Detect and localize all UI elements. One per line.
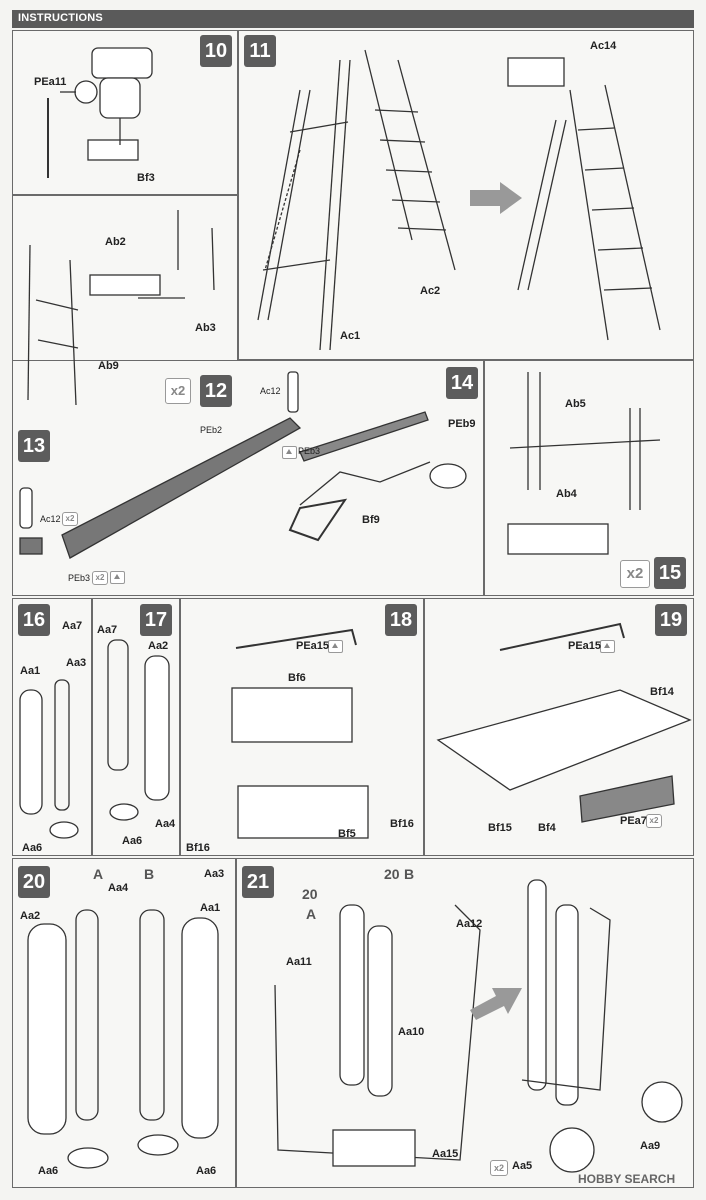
part-label: Ab3	[195, 322, 216, 334]
part-label: Aa11	[286, 956, 312, 968]
step-number-15: 15	[654, 557, 686, 589]
part-label: Aa7	[62, 620, 83, 632]
panel-step-21	[236, 858, 694, 1188]
part-label: Bf16	[186, 842, 210, 854]
part-label: Aa10	[398, 1026, 425, 1038]
part-label: Bf16	[390, 818, 414, 830]
part-label: Bf9	[362, 514, 380, 526]
panel-step-13-14	[12, 360, 484, 596]
toolbox-18	[231, 628, 369, 839]
step-number-10: 10	[200, 35, 232, 67]
step-number-17: 17	[140, 604, 172, 636]
assembled-stepladder	[507, 57, 661, 341]
step-number-14: 14	[446, 367, 478, 399]
header-title: INSTRUCTIONS	[18, 12, 103, 24]
part-label: PEb3	[298, 446, 321, 456]
chair-drawing	[27, 210, 215, 406]
part-label: Ab9	[98, 360, 119, 372]
bowsaw-drawing	[288, 411, 467, 542]
part-label: Ac14	[590, 40, 617, 52]
step-number-16: 16	[18, 604, 50, 636]
step-ref-variant-a: A	[306, 906, 317, 922]
variant-letter: B	[144, 866, 155, 882]
step-number-20: 20	[18, 866, 50, 898]
photo-etch-icon	[600, 640, 615, 653]
part-label: Aa2	[148, 640, 169, 652]
part-label: Bf6	[288, 672, 306, 684]
cylinders-16-17	[19, 639, 170, 839]
toolbox-19	[436, 622, 692, 823]
part-label: Aa6	[38, 1165, 59, 1177]
ladder-left-frame	[257, 59, 351, 351]
part-label: Aa2	[20, 910, 41, 922]
x2-badge-15: x2	[620, 560, 650, 588]
step-ref-variant-b: B	[404, 866, 415, 882]
part-label: Ac12	[40, 514, 61, 524]
part-label: Aa6	[196, 1165, 217, 1177]
panel-step-15	[484, 360, 694, 596]
part-label: Aa6	[122, 835, 143, 847]
x2-badge-21-aa5: x2	[490, 1160, 508, 1176]
part-label: PEb9	[448, 418, 476, 430]
part-label: Aa9	[640, 1140, 661, 1152]
ladder-right-frame	[364, 49, 456, 271]
cylinders-20	[27, 909, 219, 1169]
part-label: Ac2	[420, 285, 441, 297]
vise-drawing	[47, 47, 153, 178]
part-label: Aa15	[432, 1148, 459, 1160]
instructions-header: INSTRUCTIONS	[12, 10, 694, 28]
step-number-18: 18	[385, 604, 417, 636]
variant-letter: A	[93, 866, 104, 882]
arrow-11	[470, 182, 522, 214]
photo-etch-icon	[328, 640, 343, 653]
part-label: Aa12	[456, 918, 483, 930]
part-label: Aa1	[200, 902, 221, 914]
part-label: Bf14	[650, 686, 674, 698]
part-label: PEa15	[296, 640, 330, 652]
part-label: Aa6	[22, 842, 43, 854]
x2-badge-19-pea7: x2	[646, 814, 662, 828]
part-label: Ac12	[260, 386, 281, 396]
watermark-logo: HOBBY SEARCH	[578, 1172, 676, 1186]
step-ref-20a: 20	[302, 886, 318, 902]
step-ref-20b: 20	[384, 866, 400, 882]
part-label: Ab2	[105, 236, 126, 248]
part-label: PEa11	[34, 76, 67, 88]
table-drawing	[507, 372, 661, 555]
part-label: Ab5	[565, 398, 586, 410]
part-label: Bf15	[488, 822, 512, 834]
arrow-21	[470, 988, 522, 1020]
part-label: PEb2	[200, 425, 223, 435]
step-number-19: 19	[655, 604, 687, 636]
part-label: Aa5	[512, 1160, 533, 1172]
part-label: Ab4	[556, 488, 577, 500]
part-label: Aa1	[20, 665, 41, 677]
saw-drawing	[19, 371, 302, 559]
step-number-12: 12	[200, 375, 232, 407]
part-label: Bf3	[137, 172, 155, 184]
step-number-21: 21	[242, 866, 274, 898]
photo-etch-icon	[282, 446, 297, 459]
trolley-21	[274, 879, 683, 1173]
part-label: Bf4	[538, 822, 556, 834]
part-label: Bf5	[338, 828, 356, 840]
panel-step-11	[238, 30, 694, 360]
step-number-13: 13	[18, 430, 50, 462]
part-label: Aa3	[204, 868, 225, 880]
part-label: Aa4	[108, 882, 129, 894]
step-number-11: 11	[244, 35, 276, 67]
part-label: Aa4	[155, 818, 176, 830]
part-label: Aa7	[97, 624, 118, 636]
part-label: Ac1	[340, 330, 361, 342]
x2-badge-12: x2	[165, 378, 191, 404]
photo-etch-icon	[110, 571, 125, 584]
part-label: Aa3	[66, 657, 87, 669]
x2-badge-13-ac12: x2	[62, 512, 78, 526]
part-label: PEa7	[620, 815, 647, 827]
x2-badge-13-peb3: x2	[92, 571, 108, 585]
part-label: PEb3	[68, 573, 91, 583]
part-label: PEa15	[568, 640, 602, 652]
